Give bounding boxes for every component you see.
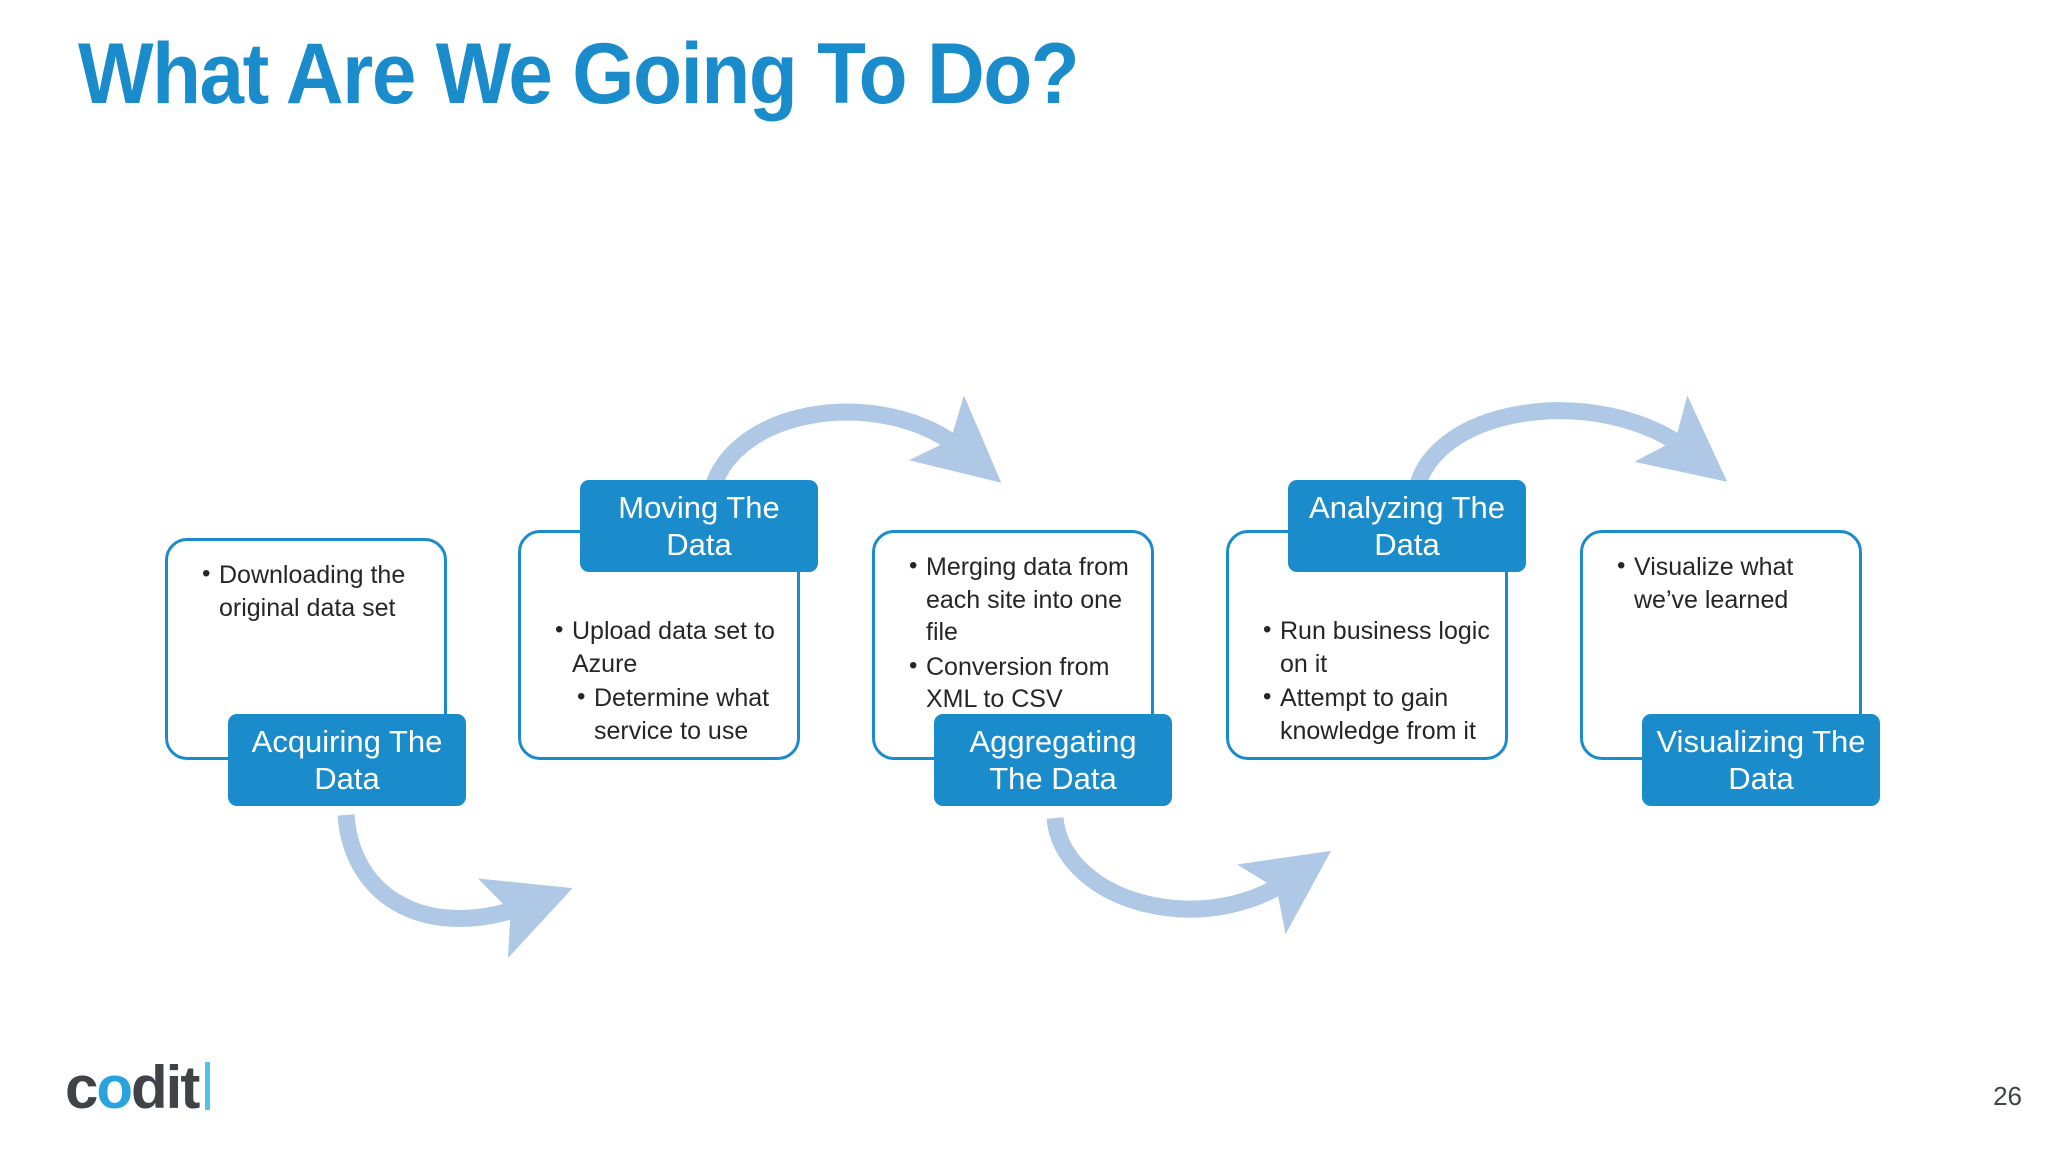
bullet-list: Visualize what we’ve learned: [1583, 533, 1859, 616]
list-item: Visualize what we’ve learned: [1617, 550, 1845, 616]
logo-wordmark: codit: [65, 1058, 200, 1118]
step-box-moving[interactable]: Upload data set to Azure Determine what …: [518, 530, 800, 760]
list-item: Downloading the original data set: [202, 558, 430, 624]
list-item: Attempt to gain knowledge from it: [1263, 681, 1491, 747]
step-label-aggregating[interactable]: Aggregating The Data: [934, 714, 1172, 806]
list-item: Conversion from XML to CSV: [909, 650, 1137, 716]
step-label-moving[interactable]: Moving The Data: [580, 480, 818, 572]
bullet-list: Run business logic on it Attempt to gain…: [1229, 533, 1505, 747]
step-label-acquiring[interactable]: Acquiring The Data: [228, 714, 466, 806]
codit-logo: codit: [65, 1058, 211, 1118]
page-title: What Are We Going To Do?: [78, 26, 1080, 122]
logo-accent-bar: [205, 1062, 211, 1110]
logo-letter-c: c: [65, 1054, 98, 1121]
step-label-analyzing[interactable]: Analyzing The Data: [1288, 480, 1526, 572]
connector-arrow-3: [1046, 816, 1332, 935]
bullet-list: Upload data set to Azure Determine what …: [521, 533, 797, 747]
list-item: Merging data from each site into one fil…: [909, 550, 1137, 649]
step-box-acquiring[interactable]: Downloading the original data set: [165, 538, 447, 760]
list-item: Run business logic on it: [1263, 614, 1491, 680]
logo-letter-o: o: [96, 1054, 133, 1121]
list-item-sub: Determine what service to use: [577, 681, 783, 747]
connector-arrow-1: [337, 814, 573, 958]
list-item: Upload data set to Azure: [555, 614, 783, 680]
bullet-list: Downloading the original data set: [168, 541, 444, 624]
step-label-visualizing[interactable]: Visualizing The Data: [1642, 714, 1880, 806]
logo-letters-dit: dit: [131, 1054, 200, 1121]
bullet-list: Merging data from each site into one fil…: [875, 533, 1151, 716]
page-number: 26: [1993, 1081, 2022, 1111]
